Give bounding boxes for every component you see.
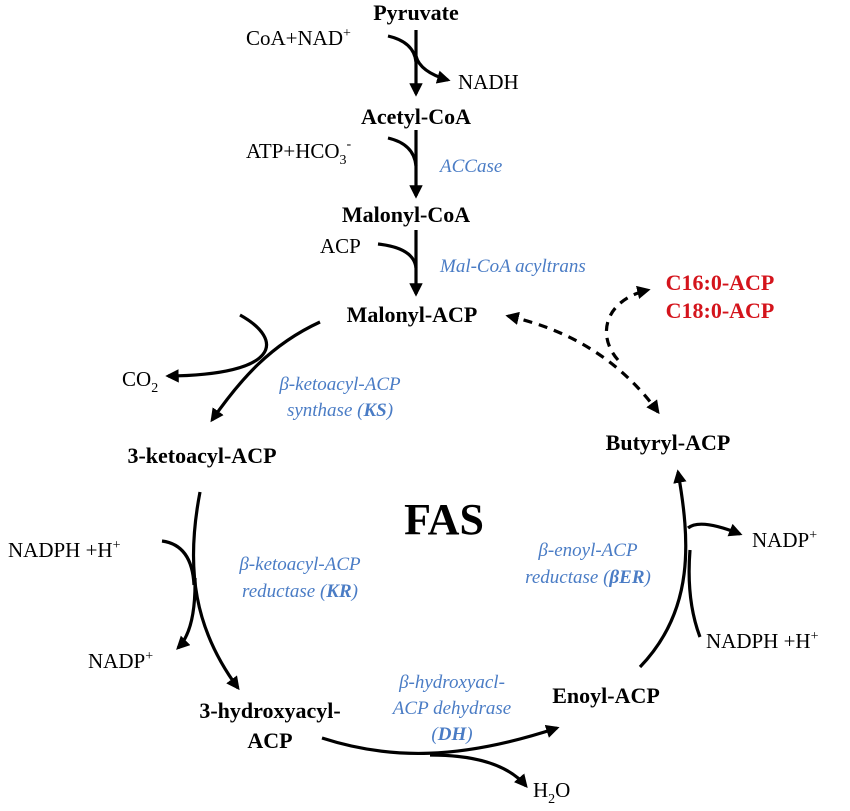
arrow-ketoacyl-to-hydroxyacyl (191, 491, 240, 691)
metabolite-3-hydroxyacyl-acp-line2: ACP (247, 728, 292, 753)
cofactor-nadph-right: NADPH +H+ (706, 629, 819, 653)
cofactor-co2: CO2 (122, 367, 158, 396)
arrow-enoyl-to-butyryl (638, 469, 688, 669)
dashed-arrow-butyryl-malonyl-cycle (505, 311, 660, 415)
cofactor-acp: ACP (320, 234, 361, 258)
cofactor-coa-nad: CoA+NAD+ (246, 26, 351, 50)
arrow-malonyl-acp-to-ketoacyl-acp (210, 320, 321, 423)
enzyme-kr-line2: reductase (KR) (242, 581, 358, 602)
metabolite-malonyl-coa: Malonyl-CoA (342, 202, 470, 227)
arrow-nadp-left-output (176, 577, 197, 650)
enzyme-dh-line3: (DH) (431, 724, 472, 745)
enzyme-er-line1: β-enoyl-ACP (537, 540, 638, 561)
enzyme-mal-coa-acyltrans: Mal-CoA acyltrans (439, 256, 586, 277)
product-c16-acp: C16:0-ACP (666, 270, 775, 295)
metabolite-acetyl-coa: Acetyl-CoA (361, 104, 471, 129)
metabolite-3-hydroxyacyl-acp-line1: 3-hydroxyacyl- (199, 698, 340, 723)
enzyme-dh-line2: ACP dehydrase (391, 698, 511, 719)
metabolite-butyryl-acp: Butyryl-ACP (606, 430, 731, 455)
cofactor-h2o: H2O (533, 778, 570, 807)
arrow-h2o-output (429, 753, 528, 789)
arrow-nadph-left-input (161, 539, 196, 586)
cofactor-nadp-left: NADP+ (88, 649, 153, 673)
arrow-acp-input (377, 242, 418, 269)
arrow-nadph-right-input (687, 549, 702, 638)
enzyme-ks-line2: synthase (KS) (287, 400, 393, 421)
metabolite-pyruvate: Pyruvate (373, 0, 459, 25)
enzyme-dh-line1: β-hydroxyacl- (398, 672, 505, 693)
dashed-arrow-to-long-chain-products (604, 285, 651, 362)
product-c18-acp: C18:0-ACP (666, 298, 775, 323)
metabolite-3-ketoacyl-acp: 3-ketoacyl-ACP (127, 443, 276, 468)
diagram-title-fas: FAS (404, 495, 484, 544)
arrow-atp-hco3-input (387, 136, 418, 167)
enzyme-ks-line1: β-ketoacyl-ACP (278, 374, 401, 395)
arrow-co2-output (165, 313, 268, 383)
cofactor-nadp-right: NADP+ (752, 528, 817, 552)
arrow-nadp-right-output (686, 522, 743, 537)
metabolite-enoyl-acp: Enoyl-ACP (552, 683, 660, 708)
cofactor-nadph-left: NADPH +H+ (8, 538, 121, 562)
cofactor-nadh: NADH (458, 70, 519, 94)
metabolite-malonyl-acp: Malonyl-ACP (347, 302, 478, 327)
arrow-hydroxyacyl-to-enoyl (321, 724, 560, 756)
enzyme-accase: ACCase (438, 156, 502, 177)
enzyme-kr-line1: β-ketoacyl-ACP (238, 554, 361, 575)
enzyme-er-line2: reductase (βER) (525, 567, 651, 588)
arrow-coa-nad-input (387, 34, 418, 63)
cofactor-atp-hco3: ATP+HCO3- (246, 137, 352, 168)
arrow-nadh-output (414, 55, 451, 84)
